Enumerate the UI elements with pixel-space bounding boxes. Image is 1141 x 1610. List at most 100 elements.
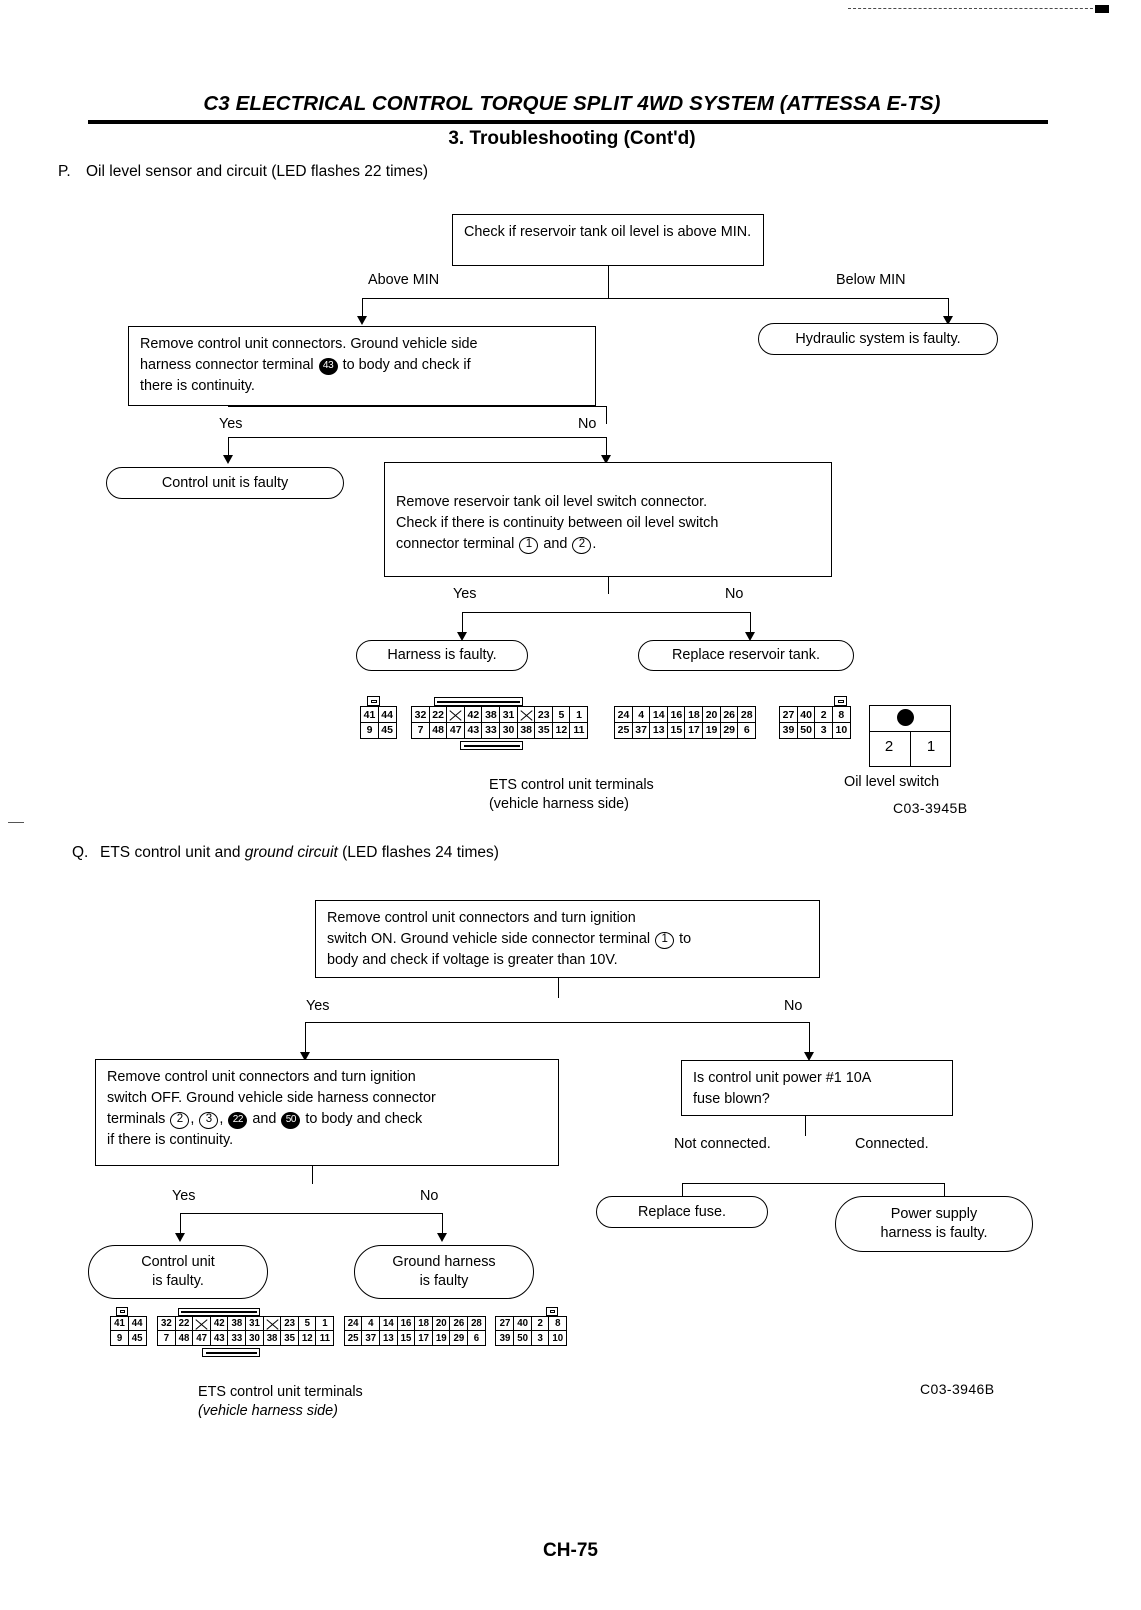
header-rule	[88, 120, 1048, 124]
p-step2-center-stem	[606, 406, 607, 424]
p-step3-split-bar	[462, 612, 751, 613]
terminal-cell: 50	[513, 1330, 533, 1346]
q-fuse-right-label: Connected.	[855, 1136, 929, 1152]
q-start-center-stem	[558, 978, 559, 998]
page-title: C3 ELECTRICAL CONTROL TORQUE SPLIT 4WD S…	[203, 92, 941, 115]
q-connector-caption: ETS control unit terminals (vehicle harn…	[198, 1383, 363, 1422]
p-control-unit-faulty-text: Control unit is faulty	[161, 474, 289, 491]
terminal-1-icon: 1	[655, 931, 675, 949]
q-power-supply-harness-pill: Power supply harness is faulty.	[835, 1196, 1033, 1252]
q-left-yes-arrow	[175, 1233, 185, 1242]
q-left-no-arrow	[437, 1233, 447, 1242]
q-fuse-left-drop	[682, 1183, 683, 1205]
terminal-22-icon: 22	[228, 1111, 248, 1129]
terminal-cell: 16	[666, 706, 686, 723]
p-branch-left-label: Above MIN	[368, 272, 440, 288]
p-step2-yes-drop	[228, 437, 229, 457]
terminal-cell: 10	[831, 721, 851, 739]
terminal-cell: 41	[360, 706, 379, 723]
terminal-cell: 6	[737, 721, 757, 739]
terminal-cell: 17	[684, 721, 704, 739]
q-cuf-line1: Control unit	[141, 1254, 215, 1271]
section-p-title: Oil level sensor and circuit (LED flashe…	[86, 163, 428, 180]
p-drawing-code: C03-3945B	[893, 800, 968, 816]
terminal-cell: 3	[530, 1330, 550, 1346]
q-ghf-line1: Ground harness	[392, 1254, 496, 1271]
p-branch-right-arrow	[943, 316, 953, 325]
p-step3-no-label: No	[725, 586, 744, 602]
q-left-split-bar	[180, 1213, 442, 1214]
p-step3-yes-arrow	[457, 632, 467, 641]
connector-lock-tab-inner	[370, 699, 377, 703]
terminal-cell: 13	[378, 1330, 398, 1346]
terminal-cell: 9	[360, 721, 379, 739]
q-drawing-code: C03-3946B	[920, 1381, 995, 1397]
connector-lock-tab	[367, 696, 380, 706]
q-replace-fuse-text: Replace fuse.	[638, 1203, 726, 1220]
q-left-yes-label: Yes	[172, 1188, 196, 1204]
terminal-cell: 38	[262, 1330, 282, 1346]
connector-lock-tab	[433, 697, 524, 706]
crop-mark-block	[1095, 5, 1109, 13]
q-left-line2: switch OFF. Ground vehicle side harness …	[107, 1089, 436, 1106]
p-replace-tank-text: Replace reservoir tank.	[672, 647, 820, 664]
p-split-bar	[362, 298, 949, 299]
p-branch-left-drop	[362, 298, 363, 318]
q-split-bar	[305, 1022, 810, 1023]
terminal-cell: 32	[411, 706, 430, 723]
ols-vertical-divider	[910, 731, 911, 767]
p-step2-split-bar2	[228, 437, 607, 438]
terminal-cell: 43	[463, 721, 483, 739]
terminal-cell	[516, 706, 536, 723]
connector-lock-tab-inner	[205, 1351, 257, 1354]
p-branch-right-drop	[948, 298, 949, 318]
terminal-cell: 47	[446, 721, 466, 739]
section-p-heading: P. Oil level sensor and circuit (LED flas…	[58, 163, 428, 181]
q-connector-caption-line1: ETS control unit terminals	[198, 1384, 363, 1400]
p-start-box: Check if reservoir tank oil level is abo…	[452, 214, 764, 266]
p-step3-box: Remove reservoir tank oil level switch c…	[384, 462, 832, 577]
p-step3-yes-label: Yes	[453, 586, 477, 602]
connector-lock-tab-inner	[181, 1311, 257, 1314]
p-step3-line2: Check if there is continuity between oil…	[396, 514, 719, 531]
terminal-2-icon: 2	[170, 1111, 190, 1129]
section-p-letter: P.	[58, 163, 71, 180]
p-connector-caption-line1: ETS control unit terminals	[489, 777, 654, 793]
terminal-cell: 14	[649, 706, 669, 723]
terminal-cell: 1	[569, 706, 589, 723]
p-step2-no-arrow	[601, 455, 611, 464]
q-connector-caption-line2: (vehicle harness side)	[198, 1403, 338, 1420]
q-psh-line2: harness is faulty.	[880, 1225, 988, 1241]
q-left-line4: if there is continuity.	[107, 1131, 234, 1148]
q-cuf-line2: is faulty.	[152, 1273, 204, 1289]
terminal-cell: 19	[431, 1330, 451, 1346]
ols-pin-2: 2	[884, 738, 894, 755]
q-start-line1: Remove control unit connectors and turn …	[327, 910, 636, 926]
terminal-cell: 39	[495, 1330, 515, 1346]
p-harness-faulty-pill: Harness is faulty.	[356, 640, 528, 671]
p-step2-yes-label: Yes	[219, 416, 243, 432]
p-step2-no-drop	[606, 437, 607, 457]
q-replace-fuse-pill: Replace fuse.	[596, 1196, 768, 1228]
section-q-title-b: (LED flashes 24 times)	[337, 844, 499, 861]
terminal-cell: 11	[315, 1330, 335, 1346]
p-step3-center-stem	[608, 577, 609, 594]
q-left-yes-drop	[180, 1213, 181, 1235]
terminal-cell: 48	[174, 1330, 194, 1346]
terminal-2-icon: 2	[572, 536, 592, 554]
p-control-unit-faulty-pill: Control unit is faulty	[106, 467, 344, 499]
q-left-center-stem	[312, 1166, 313, 1184]
terminal-cell: 17	[414, 1330, 434, 1346]
terminal-cell: 33	[227, 1330, 247, 1346]
terminal-cell: 20	[702, 706, 722, 723]
p-step2-line1: Remove control unit connectors. Ground v…	[140, 336, 478, 352]
page-number: CH-75	[543, 1540, 598, 1561]
